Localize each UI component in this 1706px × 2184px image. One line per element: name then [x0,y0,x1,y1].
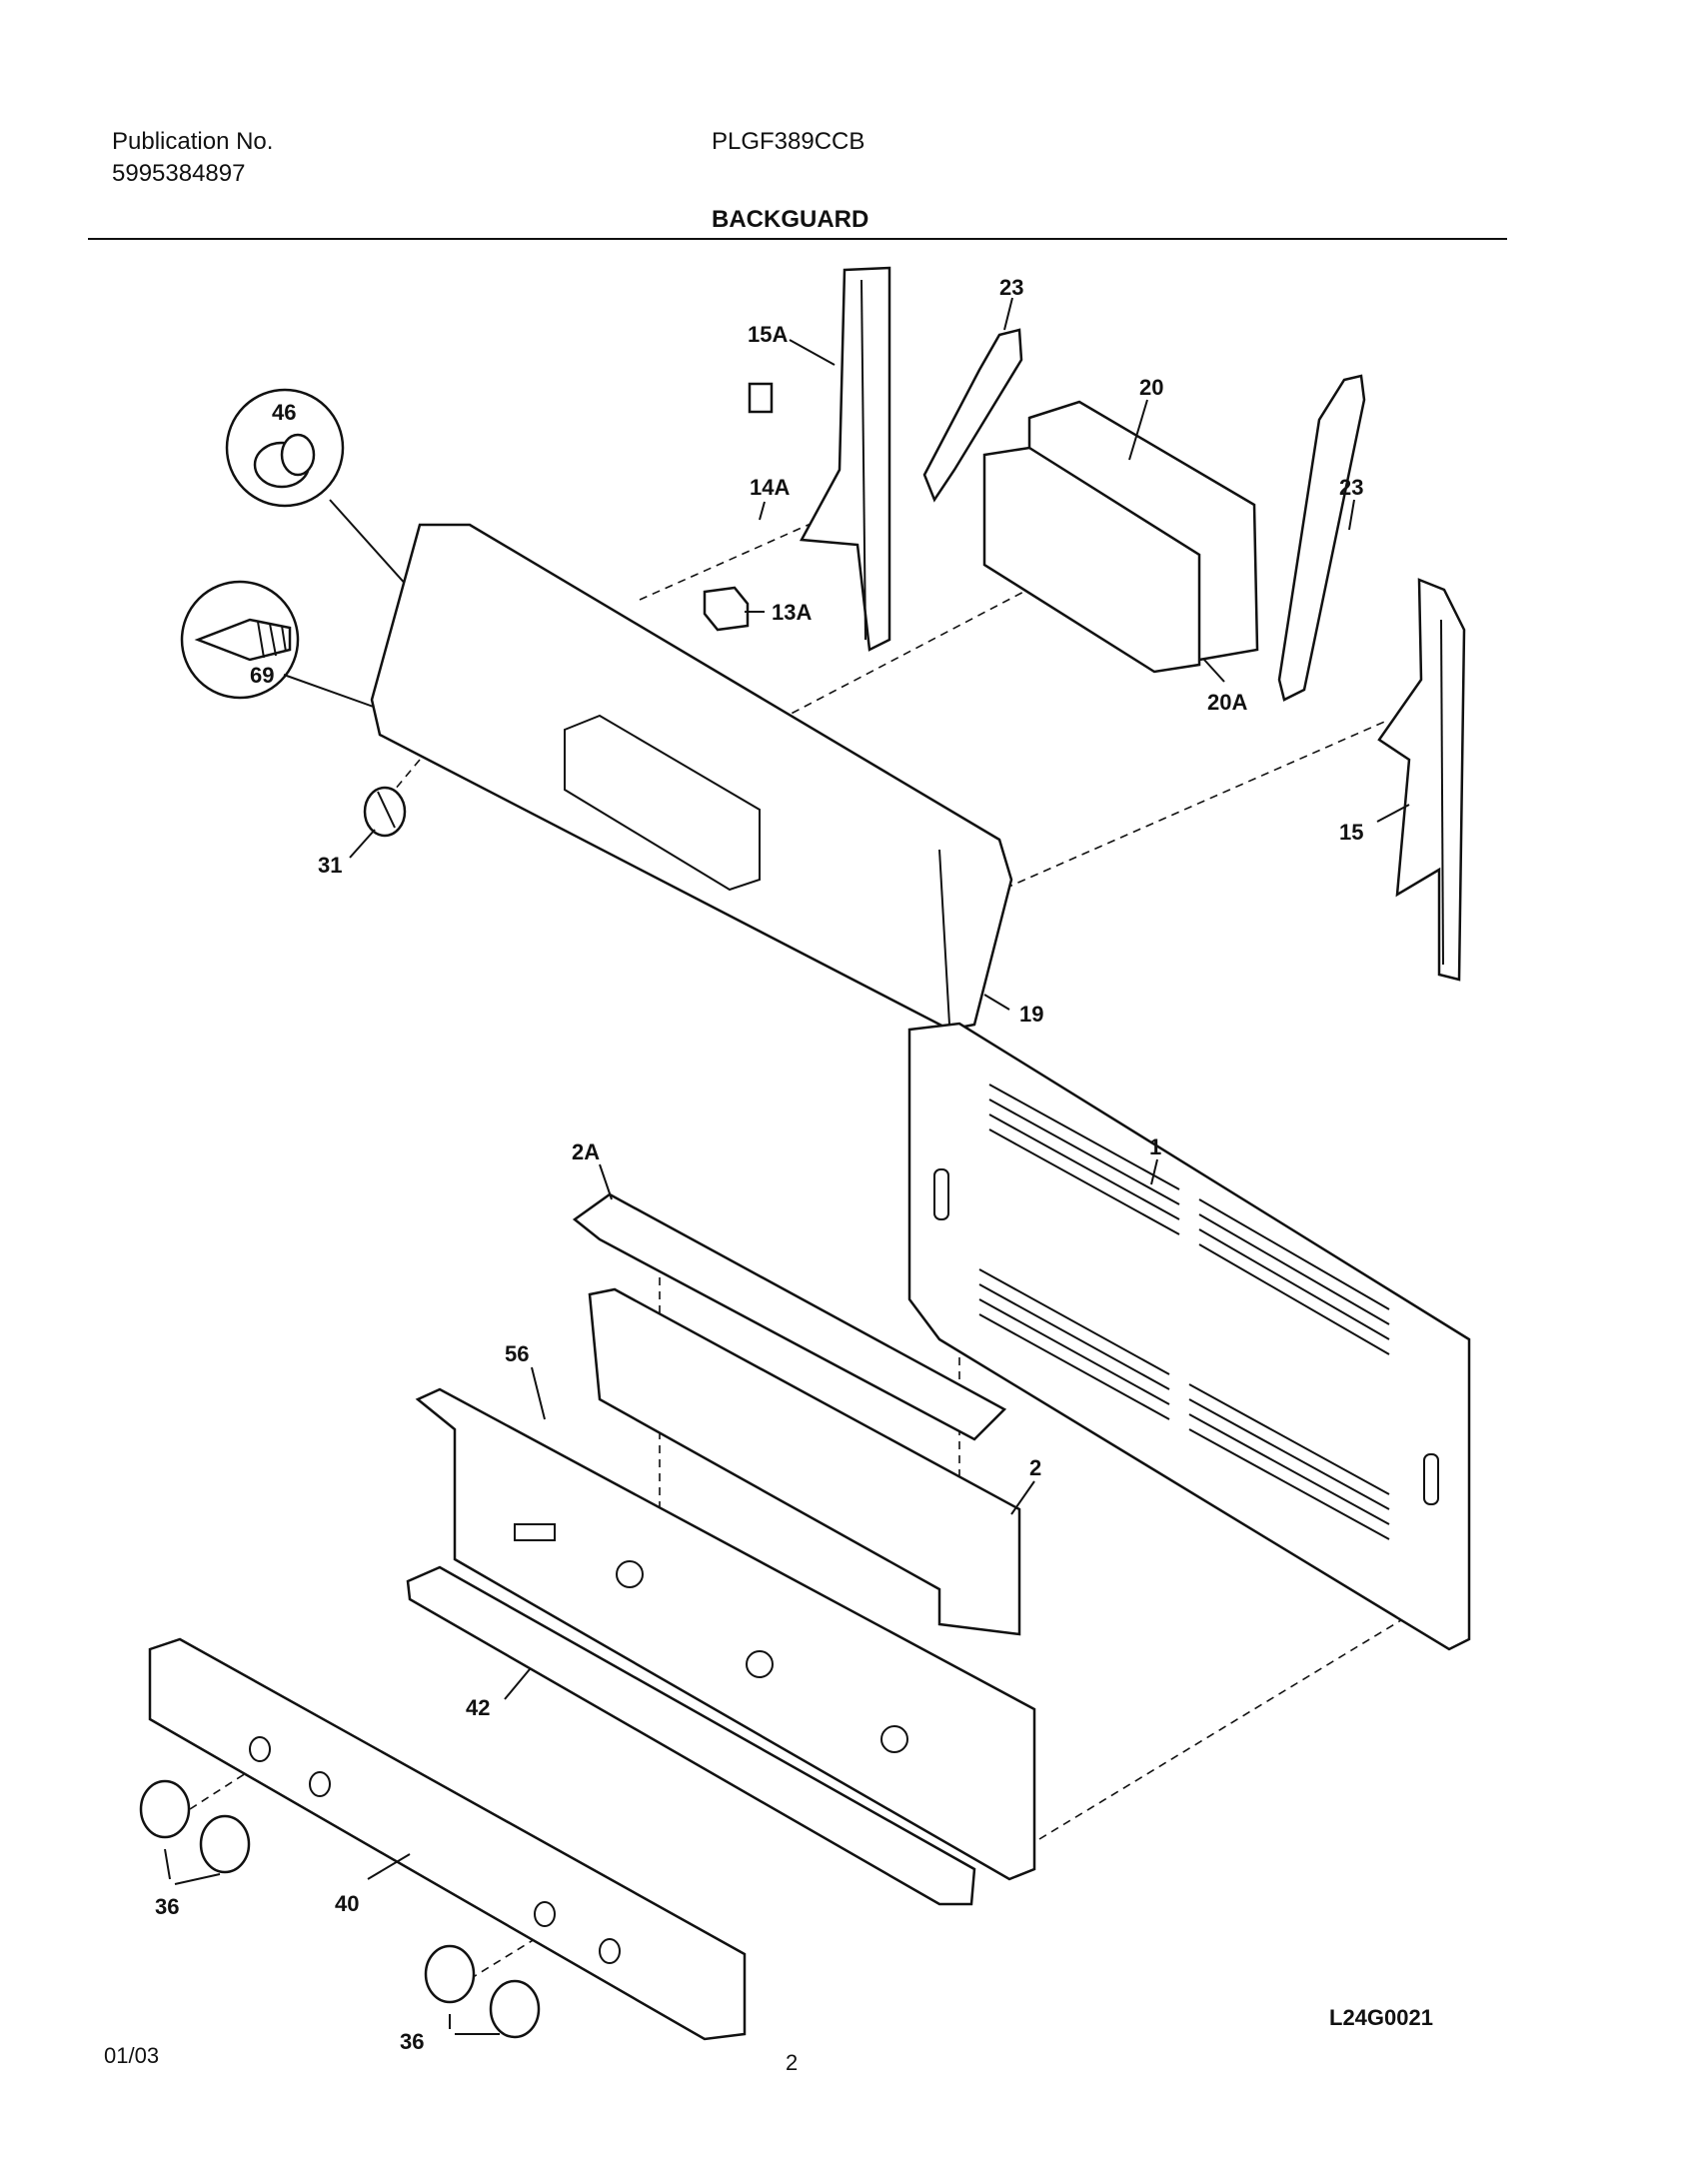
part-56-manifold-panel [415,1387,1036,1881]
callout-56: 56 [505,1341,529,1366]
vent-slots [978,1084,1390,1540]
publication-date: 01/03 [104,2043,160,2068]
callout-19: 19 [1019,1002,1043,1027]
callout-23-right: 23 [1339,475,1363,500]
part-46-plug-detail [225,388,506,696]
model-number: PLGF389CCB [712,128,865,155]
part-23-clip-right [1277,374,1366,702]
callout-20a: 20A [1207,690,1247,715]
callout-13a: 13A [772,600,812,625]
callout-42: 42 [466,1695,490,1720]
section-title: BACKGUARD [712,206,869,233]
part-20-control-board [982,400,1259,674]
callout-69: 69 [250,663,274,688]
callout-labels: 46 69 15A 23 20 23 14A 13A 20A 15 19 31 … [155,275,1363,2054]
part-13a-module [703,586,750,632]
callout-2: 2 [1029,1455,1041,1480]
part-36-knobs [139,1779,541,2039]
callout-36-left: 36 [155,1894,179,1919]
callout-31: 31 [318,853,342,878]
part-31-knob [363,786,407,838]
callout-1: 1 [1149,1134,1161,1159]
publication-label: Publication No. [112,128,274,155]
part-2-panel [588,1287,1021,1636]
callout-14a: 14A [750,475,790,500]
callout-15: 15 [1339,820,1363,845]
part-14a-switch [748,382,774,414]
callout-23-top: 23 [999,275,1023,300]
part-69-screw-detail [180,580,481,746]
callout-20: 20 [1139,375,1163,400]
part-15a-side-bracket [799,266,891,652]
diagram-code: L24G0021 [1329,2005,1433,2030]
callout-leaders [349,297,1410,1880]
part-40-front-panel [148,1637,747,2041]
part-1-rear-panel [907,1022,1471,1651]
part-19-backguard-panel [370,523,1013,1032]
callout-46: 46 [272,400,296,425]
callout-36-bottom: 36 [400,2029,424,2054]
header-rule [88,238,1507,240]
page-number: 2 [786,2050,799,2075]
part-23-clip-left [922,328,1023,503]
part-2a-trim-strip [572,1192,1007,1441]
callout-2a: 2A [572,1139,600,1164]
callout-15a: 15A [748,322,788,347]
part-42-trim-rail [406,1565,976,1906]
publication-number: 5995384897 [112,160,246,187]
part-15-side-bracket [1377,578,1466,982]
callout-40: 40 [335,1891,359,1916]
